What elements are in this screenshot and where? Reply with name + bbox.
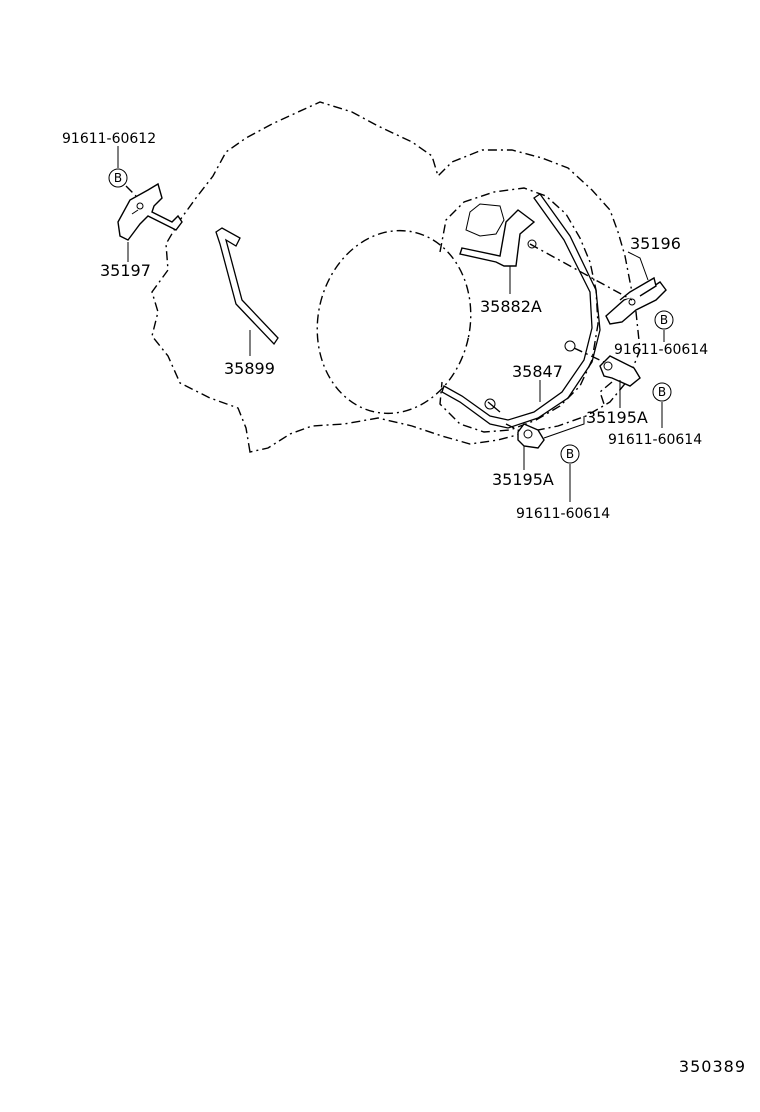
leader-clamp-lower <box>543 416 585 439</box>
housing-oval-opening <box>316 229 472 415</box>
bolt-badge-clamp-right: B <box>652 382 672 402</box>
transmission-housing-outline <box>151 101 641 453</box>
assembly-line-35197 <box>125 185 137 197</box>
label-tube-35847: 35847 <box>512 362 563 381</box>
label-clamp-right: 35195A <box>586 408 648 427</box>
svg-text:B: B <box>658 385 666 399</box>
label-bolt-35196: 91611-60614 <box>614 342 708 358</box>
bracket-35196 <box>605 276 667 325</box>
bracket-35197 <box>117 182 183 241</box>
bolt-badge-35196: B <box>654 310 674 330</box>
label-bracket-35197: 35197 <box>100 261 151 280</box>
svg-text:B: B <box>114 171 122 185</box>
bolt-badge-35197: B <box>108 168 128 188</box>
assembly-line-clamp-right-2 <box>599 381 613 405</box>
housing-boss <box>465 203 505 237</box>
tube-35847 <box>441 193 601 429</box>
label-bracket-35196: 35196 <box>630 234 681 253</box>
bell-housing-inner-outline <box>439 187 599 433</box>
pipe-35899 <box>215 227 279 346</box>
svg-text:B: B <box>566 447 574 461</box>
assembly-line-clamp-lower <box>505 423 523 433</box>
assembly-line-clamp-right <box>573 347 605 363</box>
label-bolt-35197: 91611-60612 <box>62 131 156 147</box>
label-bracket-35882a: 35882A <box>480 297 542 316</box>
label-bolt-clamp-lower: 91611-60614 <box>516 506 610 522</box>
clamp-35195a-right <box>564 340 641 387</box>
leader-bracket-35196 <box>627 251 649 281</box>
svg-text:B: B <box>660 313 668 327</box>
label-clamp-lower: 35195A <box>492 470 554 489</box>
bracket-35882a <box>459 209 537 267</box>
label-bolt-clamp-right: 91611-60614 <box>608 432 702 448</box>
label-pipe-35899: 35899 <box>224 359 275 378</box>
bolt-badge-clamp-lower: B <box>560 444 580 464</box>
clamp-35195a-lower <box>517 423 545 449</box>
diagram-id: 350389 <box>678 1057 746 1076</box>
assembly-line-35196 <box>529 243 633 301</box>
